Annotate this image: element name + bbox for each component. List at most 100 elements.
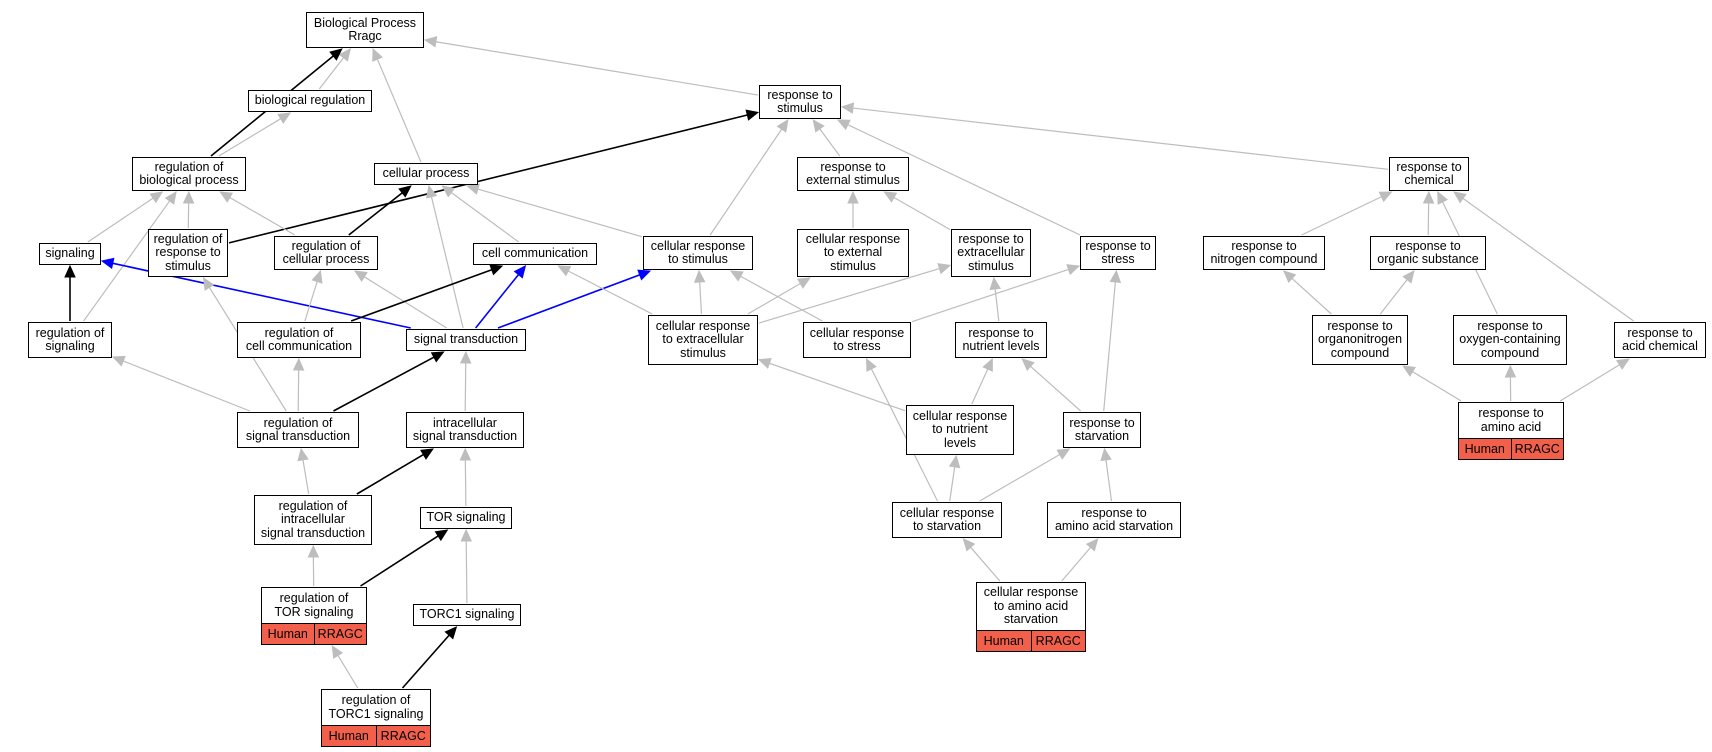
term-label: cellular process <box>383 167 470 181</box>
term-node-biological-regulation[interactable]: biological regulation <box>248 90 372 112</box>
term-node-signal-transduction[interactable]: signal transduction <box>406 329 526 351</box>
edge-arrowhead <box>100 257 115 270</box>
term-node-cellular-process[interactable]: cellular process <box>374 163 478 185</box>
term-label-line: response to <box>1069 415 1135 430</box>
edge-arrowhead <box>729 270 744 282</box>
term-label-line: response to <box>155 245 221 260</box>
edge-arrowhead <box>812 119 825 133</box>
edge-arrowhead <box>329 48 343 61</box>
term-node-signaling[interactable]: signaling <box>39 243 101 265</box>
edge-is-a <box>1061 546 1092 582</box>
term-node-cell-communication[interactable]: cell communication <box>473 243 597 265</box>
term-label-line: compound <box>1330 345 1390 360</box>
edge-arrowhead <box>989 276 1001 291</box>
edge-arrowhead <box>1616 358 1630 370</box>
edge-arrowhead <box>489 264 504 276</box>
term-label-line: oxygen-containing <box>1459 332 1561 347</box>
edge-arrowhead <box>836 119 851 131</box>
edge-arrowhead <box>425 184 438 199</box>
edge-is-a <box>747 282 801 315</box>
gene-badge: RRAGC <box>375 726 430 746</box>
edge-is-a <box>994 288 1000 322</box>
term-label-line: response to <box>1231 238 1297 253</box>
edge-is-a <box>979 454 1061 502</box>
term-label-line: to nutrient <box>932 422 988 437</box>
term-label-line: stimulus <box>968 258 1014 273</box>
term-label-line: extracellular <box>957 245 1025 260</box>
edge-arrowhead <box>1378 191 1393 203</box>
edge-arrowhead <box>1282 270 1297 284</box>
edge-arrowhead <box>292 357 305 371</box>
edge-is-a <box>464 362 467 412</box>
edge-is-a <box>740 275 823 322</box>
edge-is-a <box>435 41 759 96</box>
edge-arrowhead <box>1437 190 1449 205</box>
edge-regulates <box>333 356 435 412</box>
term-label-line: regulation of <box>279 591 349 605</box>
edge-arrowhead <box>307 544 320 558</box>
term-label-line: regulation of <box>154 159 224 174</box>
term-label-line: stimulus <box>165 258 211 273</box>
edge-is-a <box>1105 459 1113 502</box>
term-node-torc1-signaling[interactable]: TORC1 signaling <box>413 604 521 626</box>
term-label-line: regulation of <box>35 325 105 340</box>
term-label-line: organic substance <box>1377 252 1479 266</box>
term-label-line: regulation of <box>278 498 348 513</box>
gene-badge: RRAGC <box>1510 439 1563 459</box>
edge-is-a <box>337 655 359 689</box>
term-label-line: signaling <box>45 339 95 353</box>
term-label-line: to stress <box>833 339 881 353</box>
species-badge: Human <box>1459 439 1511 459</box>
term-label-line: signal transduction <box>412 429 518 443</box>
term-node-tor-signaling[interactable]: TOR signaling <box>420 507 512 529</box>
term-label-line: response to <box>1085 238 1151 253</box>
term-label-line: cellular process <box>282 252 370 266</box>
edge-is-a <box>318 57 345 90</box>
term-label: biological regulation <box>255 94 366 108</box>
edge-arrowhead <box>865 357 877 372</box>
edge-is-a <box>1030 365 1082 412</box>
term-label-line: to external <box>823 245 883 260</box>
